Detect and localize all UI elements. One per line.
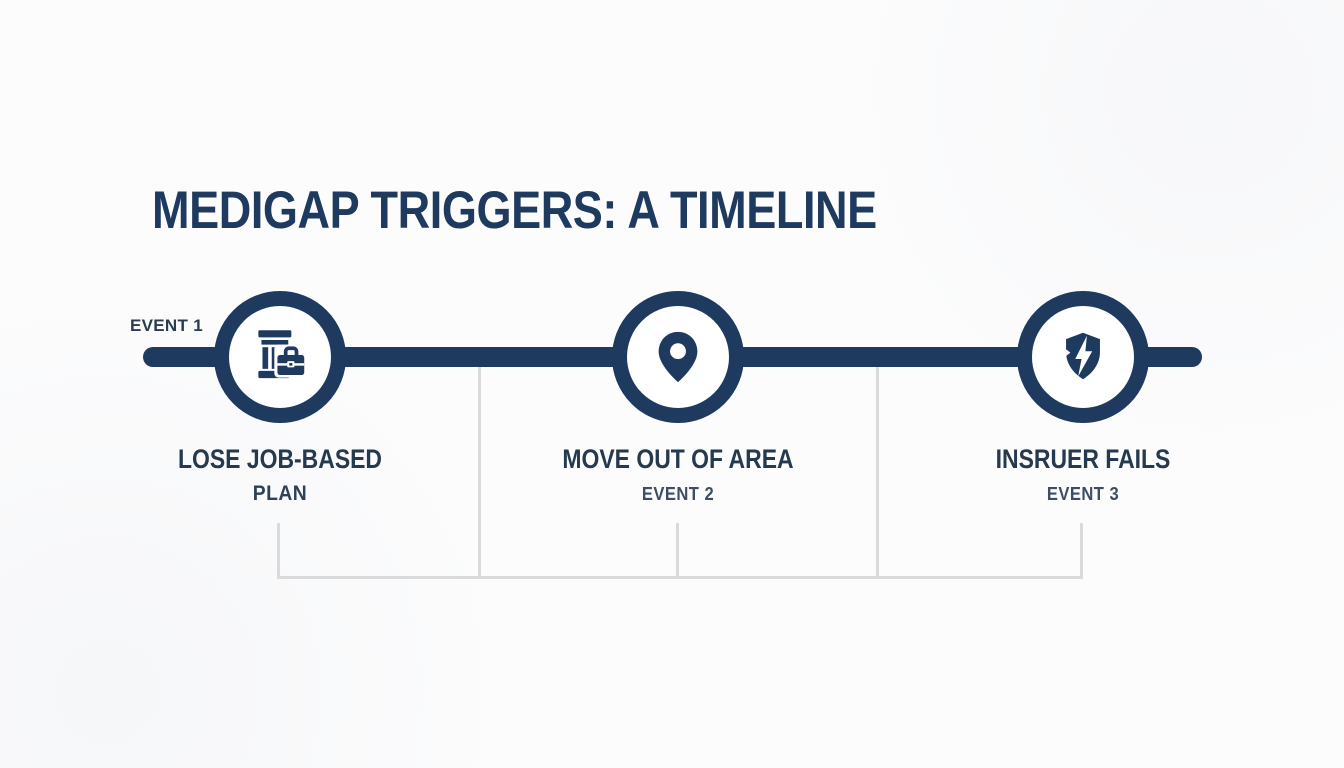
event-2-label-group: MOVE OUT OF AREA EVENT 2 [518, 444, 838, 505]
timeline-start-label: EVENT 1 [130, 316, 203, 335]
timeline-node-event-3 [1017, 291, 1149, 423]
connector-stub-2 [676, 523, 679, 578]
event-2-subtitle: EVENT 2 [641, 484, 715, 504]
bank-briefcase-icon [247, 324, 313, 390]
timeline-node-event-2 [612, 291, 744, 423]
event-1-title: LOSE JOB-BASED [177, 444, 383, 474]
divider-line-2 [876, 367, 879, 578]
location-pin-icon [647, 326, 709, 388]
event-3-title: INSRUER FAILS [995, 444, 1171, 474]
page-title: MEDIGAP TRIGGERS: A TIMELINE [152, 181, 877, 240]
event-1-label-group: LOSE JOB-BASED PLAN [120, 444, 440, 506]
connector-stub-3 [1080, 523, 1083, 578]
timeline-node-event-1 [214, 291, 346, 423]
event-2-title: MOVE OUT OF AREA [562, 444, 794, 474]
event-3-label-group: INSRUER FAILS EVENT 3 [923, 444, 1243, 505]
event-1-subtitle: PLAN [252, 482, 308, 505]
divider-line-1 [478, 367, 481, 578]
shield-bolt-icon [1052, 326, 1114, 388]
connector-stub-1 [277, 523, 280, 578]
event-3-subtitle: EVENT 3 [1046, 484, 1120, 504]
connector-horizontal [277, 576, 1083, 579]
